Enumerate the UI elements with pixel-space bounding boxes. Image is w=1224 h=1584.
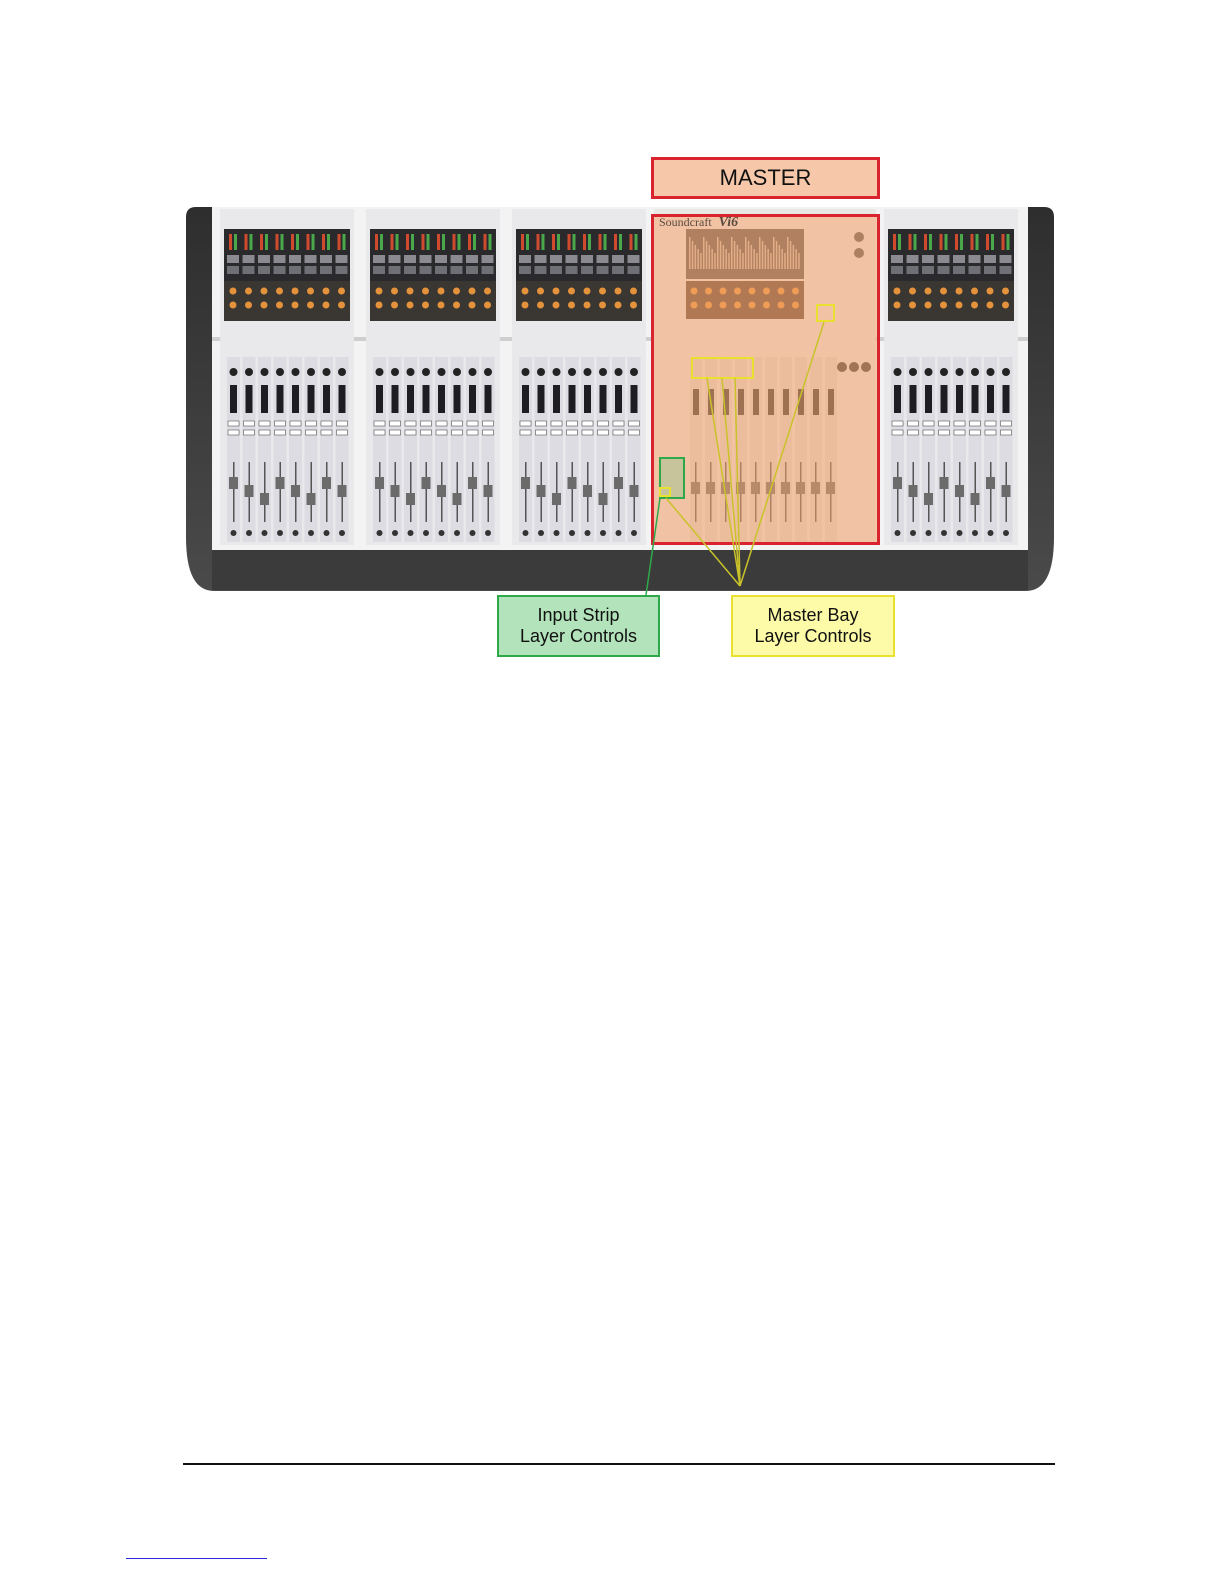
footer-link-underline xyxy=(126,1558,267,1559)
master-bay-label: Master Bay Layer Controls xyxy=(731,595,895,657)
master-bay-leader-5 xyxy=(740,322,824,586)
footer-rule xyxy=(183,1463,1055,1465)
input-strip-label: Input Strip Layer Controls xyxy=(497,595,660,657)
input-strip-leader xyxy=(646,498,660,595)
master-bay-label-line1: Master Bay xyxy=(767,605,858,626)
input-strip-label-line2: Layer Controls xyxy=(520,626,637,647)
input-strip-label-line1: Input Strip xyxy=(537,605,619,626)
master-bay-label-line2: Layer Controls xyxy=(754,626,871,647)
master-bay-leader-1 xyxy=(666,498,740,586)
